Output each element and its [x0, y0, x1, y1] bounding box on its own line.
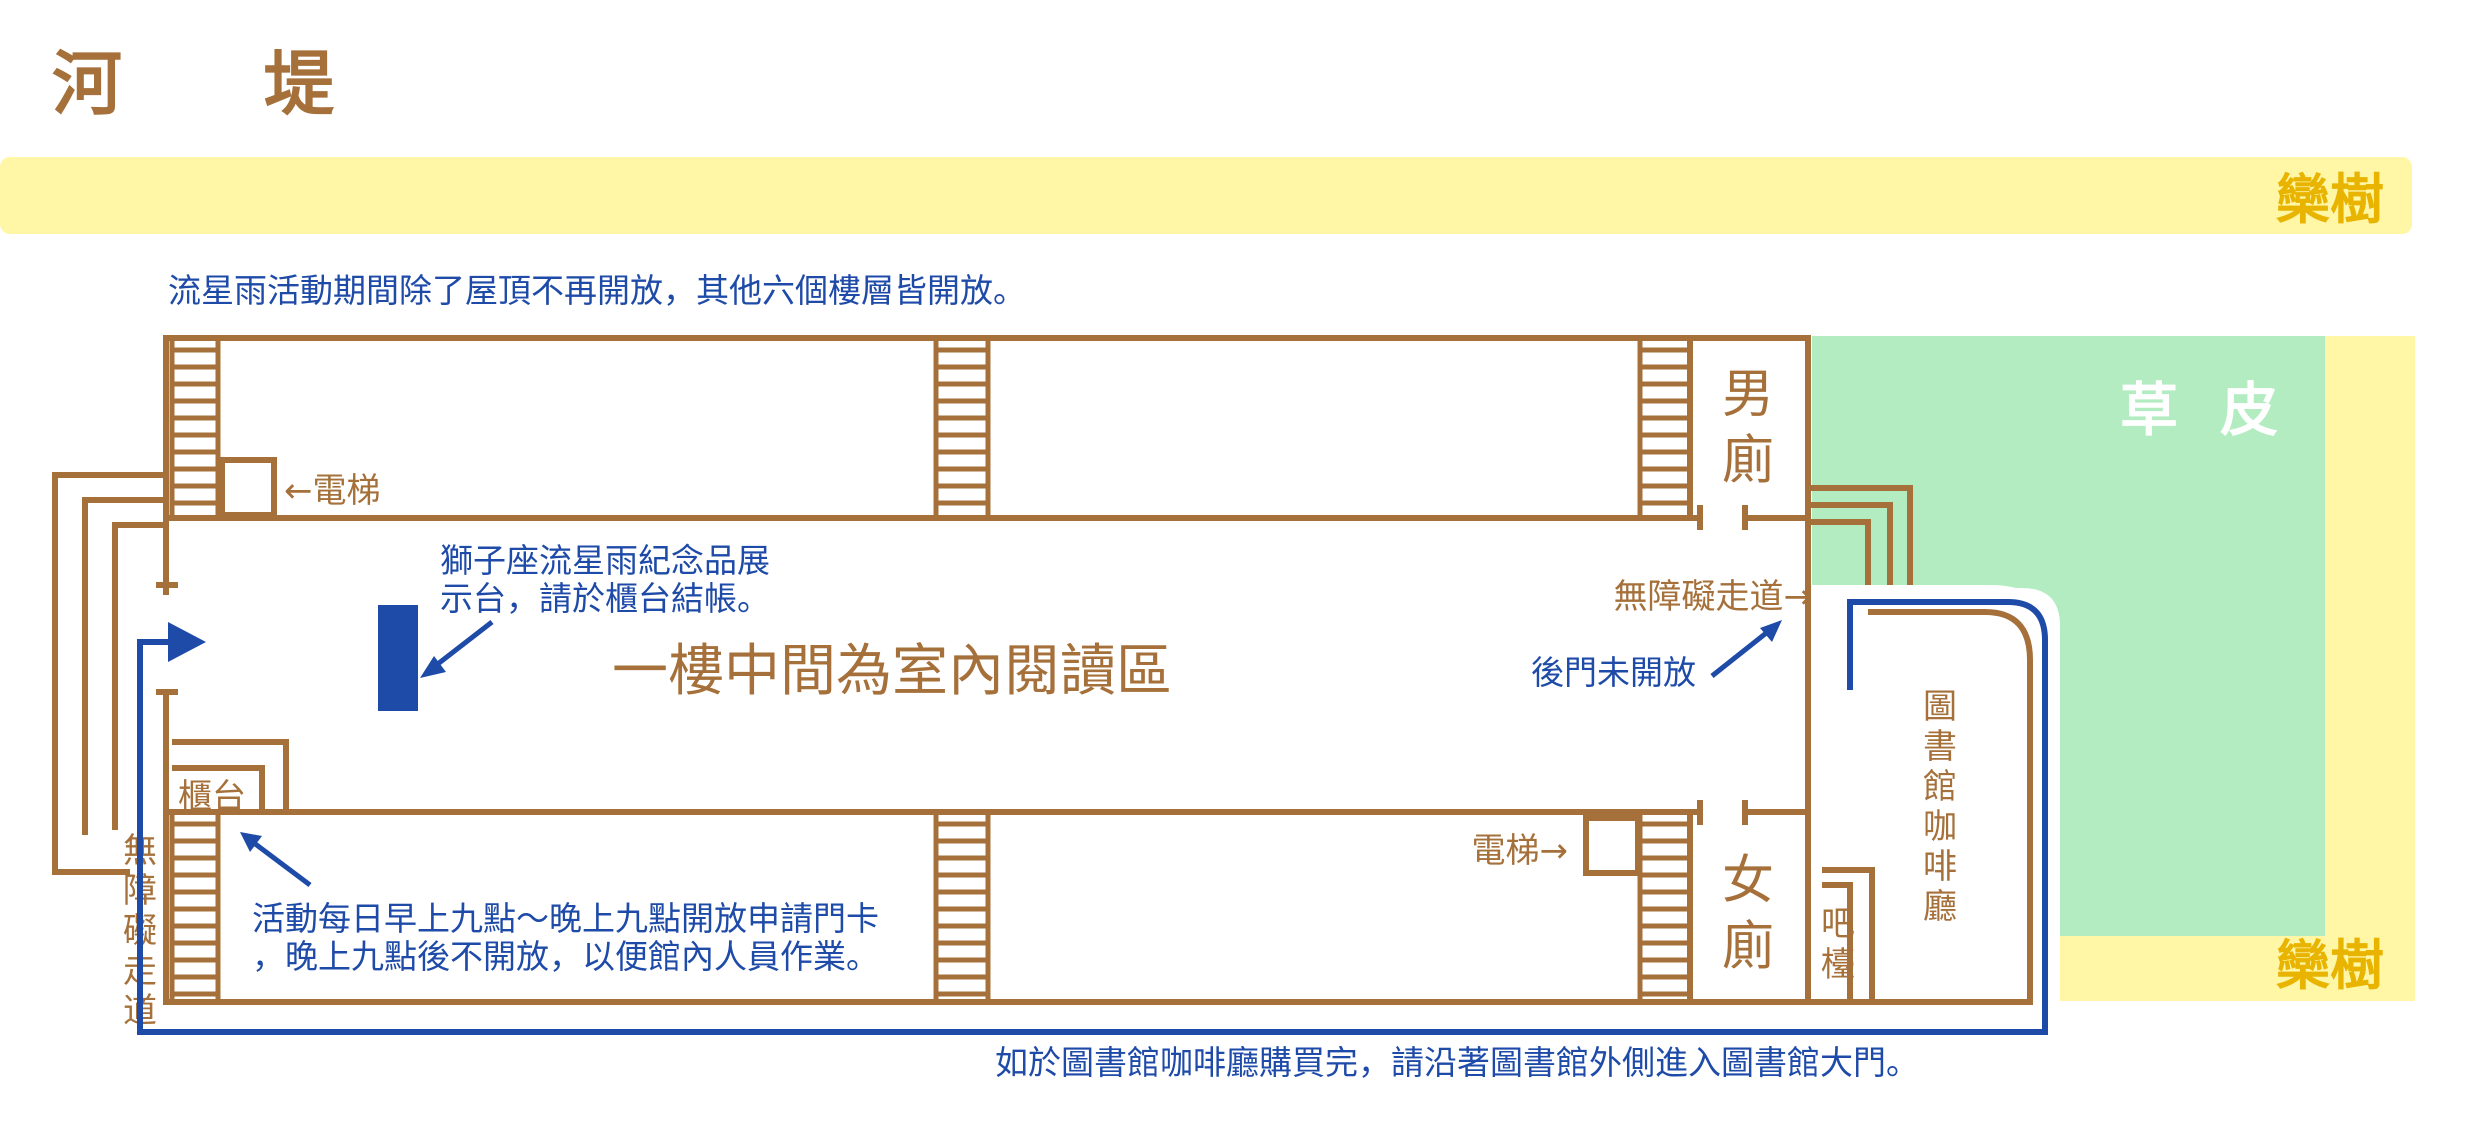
counter-label: 櫃台: [178, 777, 246, 817]
display-note-arrow: [428, 620, 494, 672]
elevator-bottom-label: 電梯→: [1472, 831, 1569, 871]
cafe-label-char: 圖: [1923, 687, 1957, 727]
cafe-label-char: 書: [1923, 727, 1957, 767]
route-entrance-arrowhead: [168, 622, 206, 662]
staircase-top-right: [1637, 338, 1693, 518]
cafe-label-char: 館: [1923, 767, 1957, 807]
cafe-label: 圖書館咖啡廳: [1923, 687, 1957, 927]
hours-note-arrow: [248, 838, 312, 887]
notice-bottom: 如於圖書館咖啡廳購買完，請沿著圖書館外側進入圖書館大門。: [995, 1043, 1919, 1082]
accessible-ramp-rails-right: [1808, 485, 1913, 585]
souvenir-display-stand: [378, 605, 418, 711]
hours-note-arrowhead: [240, 832, 262, 852]
trees-bottom-label: 欒樹: [2276, 934, 2384, 997]
cafe-label-char: 廳: [1923, 887, 1957, 927]
womens-restroom-char-2: 廁: [1722, 917, 1774, 977]
notice-top: 流星雨活動期間除了屋頂不再開放，其他六個樓層皆開放。: [168, 271, 1026, 310]
accessible-ramp-right-label: 無障礙走道→: [1614, 577, 1813, 617]
staircase-bottom-left: [169, 812, 221, 1002]
hours-note-line-1: 活動每日早上九點～晚上九點開放申請門卡: [252, 899, 879, 938]
reading-area-label: 一樓中間為室內閱讀區: [612, 639, 1172, 704]
mens-restroom-char-1: 男: [1722, 365, 1774, 425]
riverbank-label-char-2: 堤: [264, 43, 335, 125]
cafe-outline: [1808, 609, 2033, 1005]
cafe-label-char: 咖: [1923, 807, 1957, 847]
display-note-arrowhead: [420, 656, 446, 678]
display-note-line-1: 獅子座流星雨紀念品展: [440, 541, 770, 580]
hours-note-line-2: ，晚上九點後不開放，以便館內人員作業。: [252, 937, 879, 976]
womens-restroom-char-1: 女: [1722, 851, 1774, 911]
lawn-label-char-2: 皮: [2220, 376, 2278, 444]
blue-walking-route: [137, 599, 2048, 1035]
cafe-label-char: 啡: [1923, 847, 1957, 887]
bar-counter-char-2: 檯: [1821, 945, 1855, 985]
bar-counter-char-1: 吧: [1821, 904, 1855, 944]
tree-band-bottom: [2040, 936, 2415, 1001]
back-door-arrow: [1710, 628, 1772, 678]
tree-band-top: [0, 157, 2412, 234]
lawn-label-char-1: 草: [2120, 376, 2178, 444]
staircase-bottom-middle: [933, 812, 991, 1002]
tree-strip-right: [2325, 336, 2415, 1001]
elevator-top: [219, 457, 277, 518]
elevator-top-label: ←電梯: [284, 471, 381, 511]
staircase-top-left: [169, 338, 221, 518]
mens-restroom-char-2: 廁: [1722, 431, 1774, 491]
display-note-line-2: 示台，請於櫃台結帳。: [440, 579, 770, 618]
accessible-ramp-rails-left: [52, 472, 166, 875]
riverbank-label-char-1: 河: [52, 43, 122, 125]
elevator-bottom: [1583, 815, 1641, 876]
staircase-top-middle: [933, 338, 991, 518]
back-door-arrowhead: [1760, 620, 1782, 642]
staircase-bottom-right: [1637, 812, 1693, 1002]
counter-structure: [172, 739, 289, 812]
trees-top-label: 欒樹: [2276, 168, 2384, 231]
back-door-label: 後門未開放: [1531, 653, 1696, 692]
bar-counter-structure: [1822, 867, 1875, 1002]
lawn-area: [1812, 336, 2325, 936]
